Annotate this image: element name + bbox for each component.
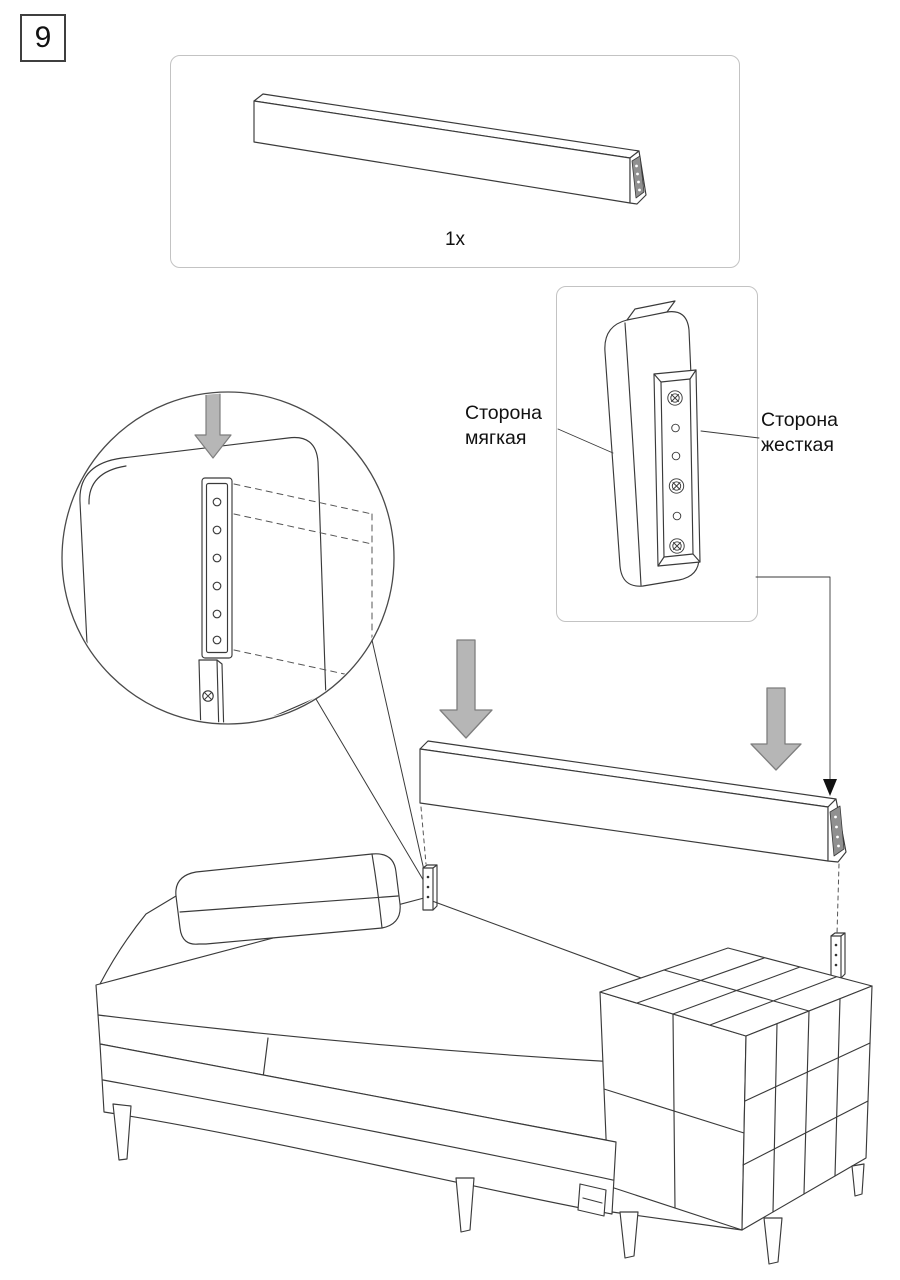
rail-screws: [667, 390, 685, 554]
step-number: 9: [34, 21, 52, 54]
callout-lines: [557, 428, 837, 796]
magnifier-pointer-lines: [315, 639, 429, 889]
detail-plank-end-drawing: [604, 300, 701, 587]
sofa-drawing: [95, 853, 873, 1265]
step-number-box: 9: [20, 14, 66, 62]
parts-plank-drawing: [253, 93, 647, 205]
quantity-label: 1x: [444, 229, 466, 250]
magnifier-detail: [61, 391, 429, 889]
plank-end-bracket: [829, 805, 845, 857]
projection-dashes: [420, 806, 840, 935]
down-arrow-icon: [194, 393, 232, 459]
magnifier-circle-outline: [61, 391, 395, 725]
down-arrow-icon: [750, 687, 802, 771]
plank-end-bracket: [631, 155, 645, 199]
zoom-bracket: [201, 477, 233, 659]
label-hard-line2: жесткая: [761, 434, 834, 456]
label-hard-side: Сторона жесткая: [761, 408, 838, 458]
label-soft-line2: мягкая: [465, 427, 527, 449]
down-arrow-icon: [439, 639, 493, 739]
arrows: [439, 639, 802, 771]
pointer-arrow-icon: [823, 779, 837, 796]
label-soft-line1: Сторона: [465, 402, 542, 424]
label-soft-side: Сторона мягкая: [465, 401, 542, 451]
back-plank-drawing: [419, 740, 847, 935]
label-hard-line1: Сторона: [761, 409, 838, 431]
